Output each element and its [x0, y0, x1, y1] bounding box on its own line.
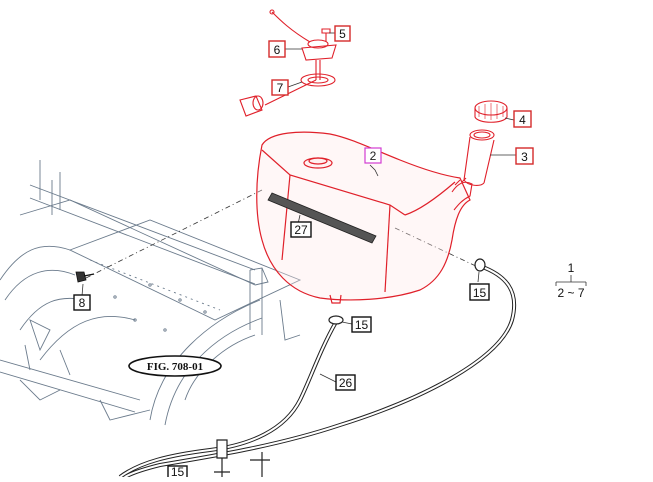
fuel-cap[interactable]	[474, 100, 508, 123]
filler-hose[interactable]	[463, 129, 495, 186]
bolt[interactable]	[75, 271, 95, 283]
callout-6[interactable]: 6	[268, 40, 286, 58]
callout-27[interactable]: 27	[290, 221, 312, 238]
callout-27-label: 27	[294, 223, 308, 237]
callout-5[interactable]: 5	[334, 25, 351, 42]
callout-2-label: 2	[370, 149, 377, 163]
callout-26-label: 26	[339, 376, 353, 390]
callout-3-label: 3	[521, 150, 528, 164]
callout-6-label: 6	[274, 43, 281, 57]
assembly-note: 1 2 ~ 7	[557, 261, 584, 300]
callout-4-label: 4	[519, 113, 526, 127]
callout-8-label: 8	[79, 296, 86, 310]
vehicle-frame	[0, 160, 302, 426]
leader-lines	[85, 189, 481, 279]
callout-15-tank-outlet[interactable]: 15	[351, 316, 372, 333]
callout-15-return[interactable]: 15	[469, 283, 490, 301]
callout-5-label: 5	[339, 27, 346, 41]
assembly-note-top: 1	[568, 261, 575, 275]
callout-7-label: 7	[277, 81, 284, 95]
hose-clamps[interactable]	[214, 258, 486, 477]
figure-reference[interactable]: FIG. 708-01	[128, 355, 222, 377]
callout-26[interactable]: 26	[335, 374, 356, 391]
figure-reference-label: FIG. 708-01	[147, 361, 203, 373]
callout-3[interactable]: 3	[515, 147, 534, 165]
assembly-note-range: 2 ~ 7	[557, 286, 584, 300]
callout-15-bottom[interactable]: 15	[167, 465, 188, 482]
callout-2[interactable]: 2	[364, 147, 382, 164]
callout-15c-label: 15	[171, 465, 185, 477]
tank-strap[interactable]	[267, 192, 377, 244]
callout-15b-label: 15	[473, 286, 487, 300]
fuel-sender-unit[interactable]	[239, 9, 337, 117]
callout-7[interactable]: 7	[271, 79, 289, 96]
callout-4[interactable]: 4	[513, 110, 532, 128]
gasket[interactable]	[300, 73, 336, 87]
fuel-tank[interactable]	[256, 131, 471, 304]
callout-8[interactable]: 8	[73, 294, 91, 311]
callout-15a-label: 15	[355, 318, 369, 332]
callout-leaders	[81, 32, 587, 383]
